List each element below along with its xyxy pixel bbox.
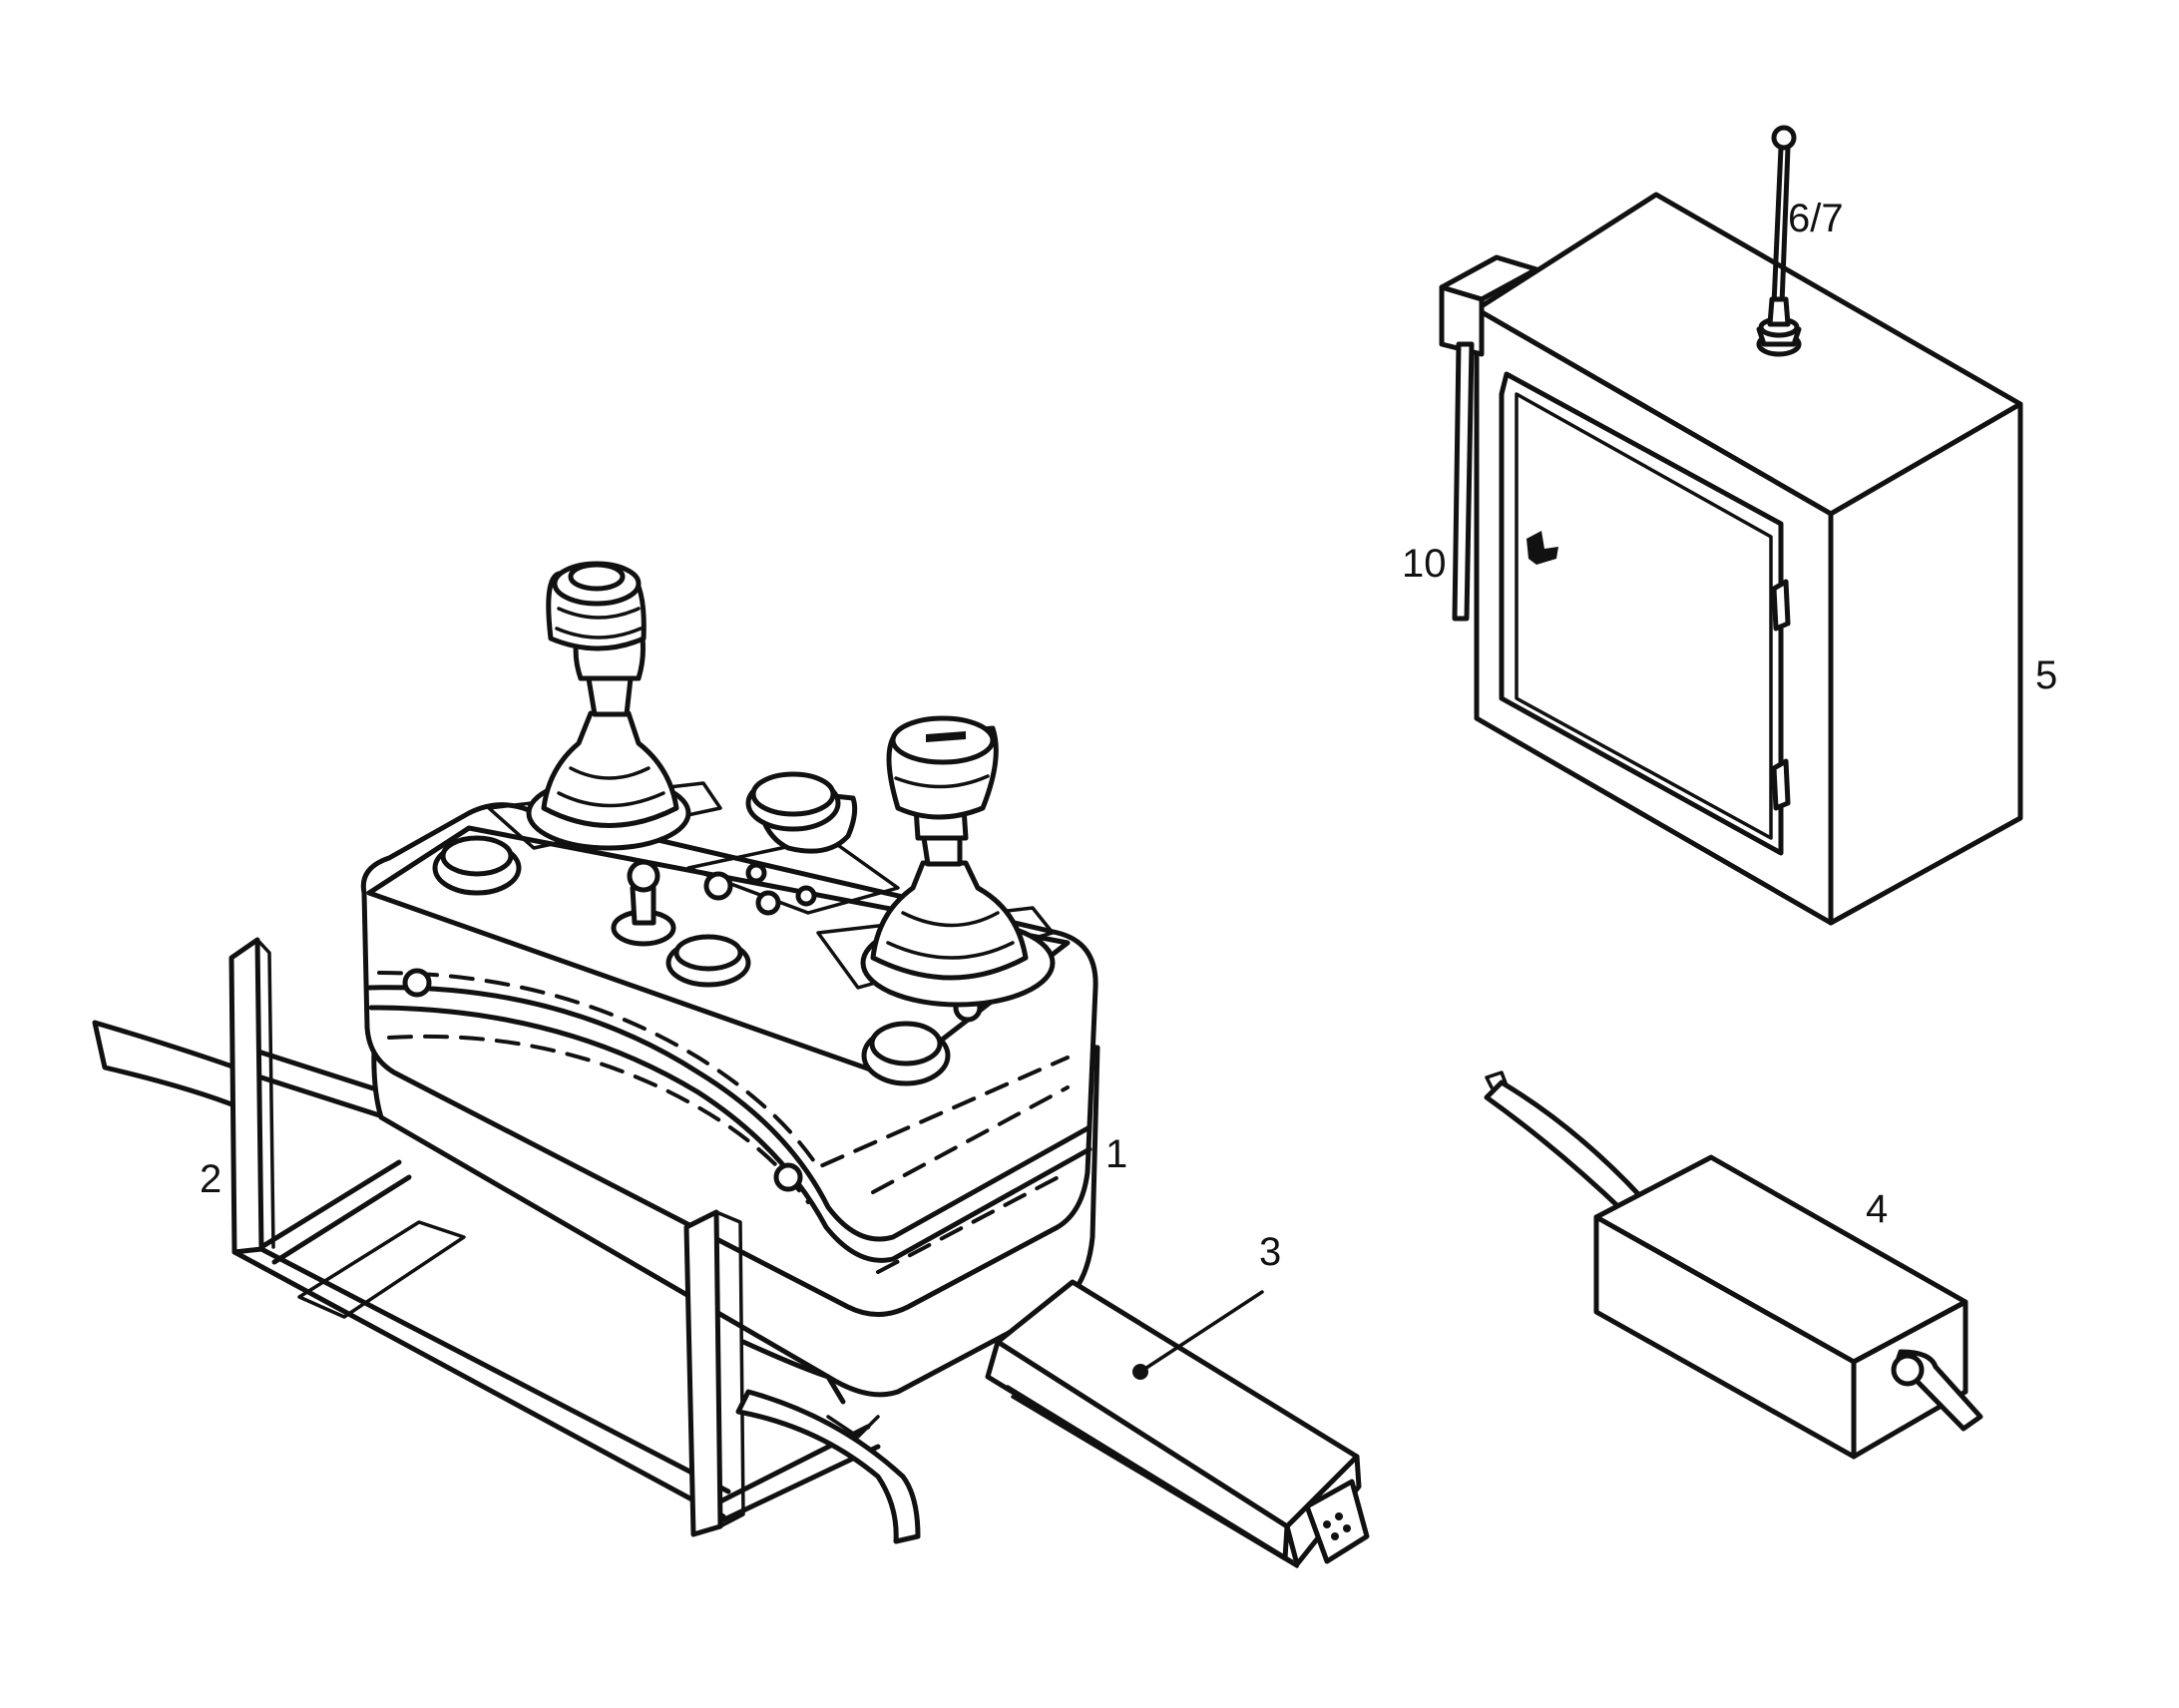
control-unit: [360, 561, 1100, 1398]
power-supply: [1484, 1070, 1983, 1460]
mounting-frame: [92, 937, 761, 1519]
receiver-module: [985, 1279, 1370, 1568]
callout-10: 10: [1402, 542, 1447, 586]
callout-2: 2: [200, 1157, 221, 1201]
callout-5: 5: [2035, 653, 2057, 697]
callout-3: 3: [1259, 1230, 1281, 1274]
callout-4: 4: [1866, 1187, 1888, 1231]
right-joystick: [860, 715, 1056, 1008]
left-joystick: [526, 561, 691, 851]
callout-labels: 1 2 3 4 5 6/7 10: [200, 197, 2057, 1274]
callout-1: 1: [1105, 1132, 1127, 1176]
mounting-frame-front: [683, 1209, 921, 1544]
cabinet: [1439, 125, 2023, 926]
callout-6-7: 6/7: [1788, 197, 1844, 240]
